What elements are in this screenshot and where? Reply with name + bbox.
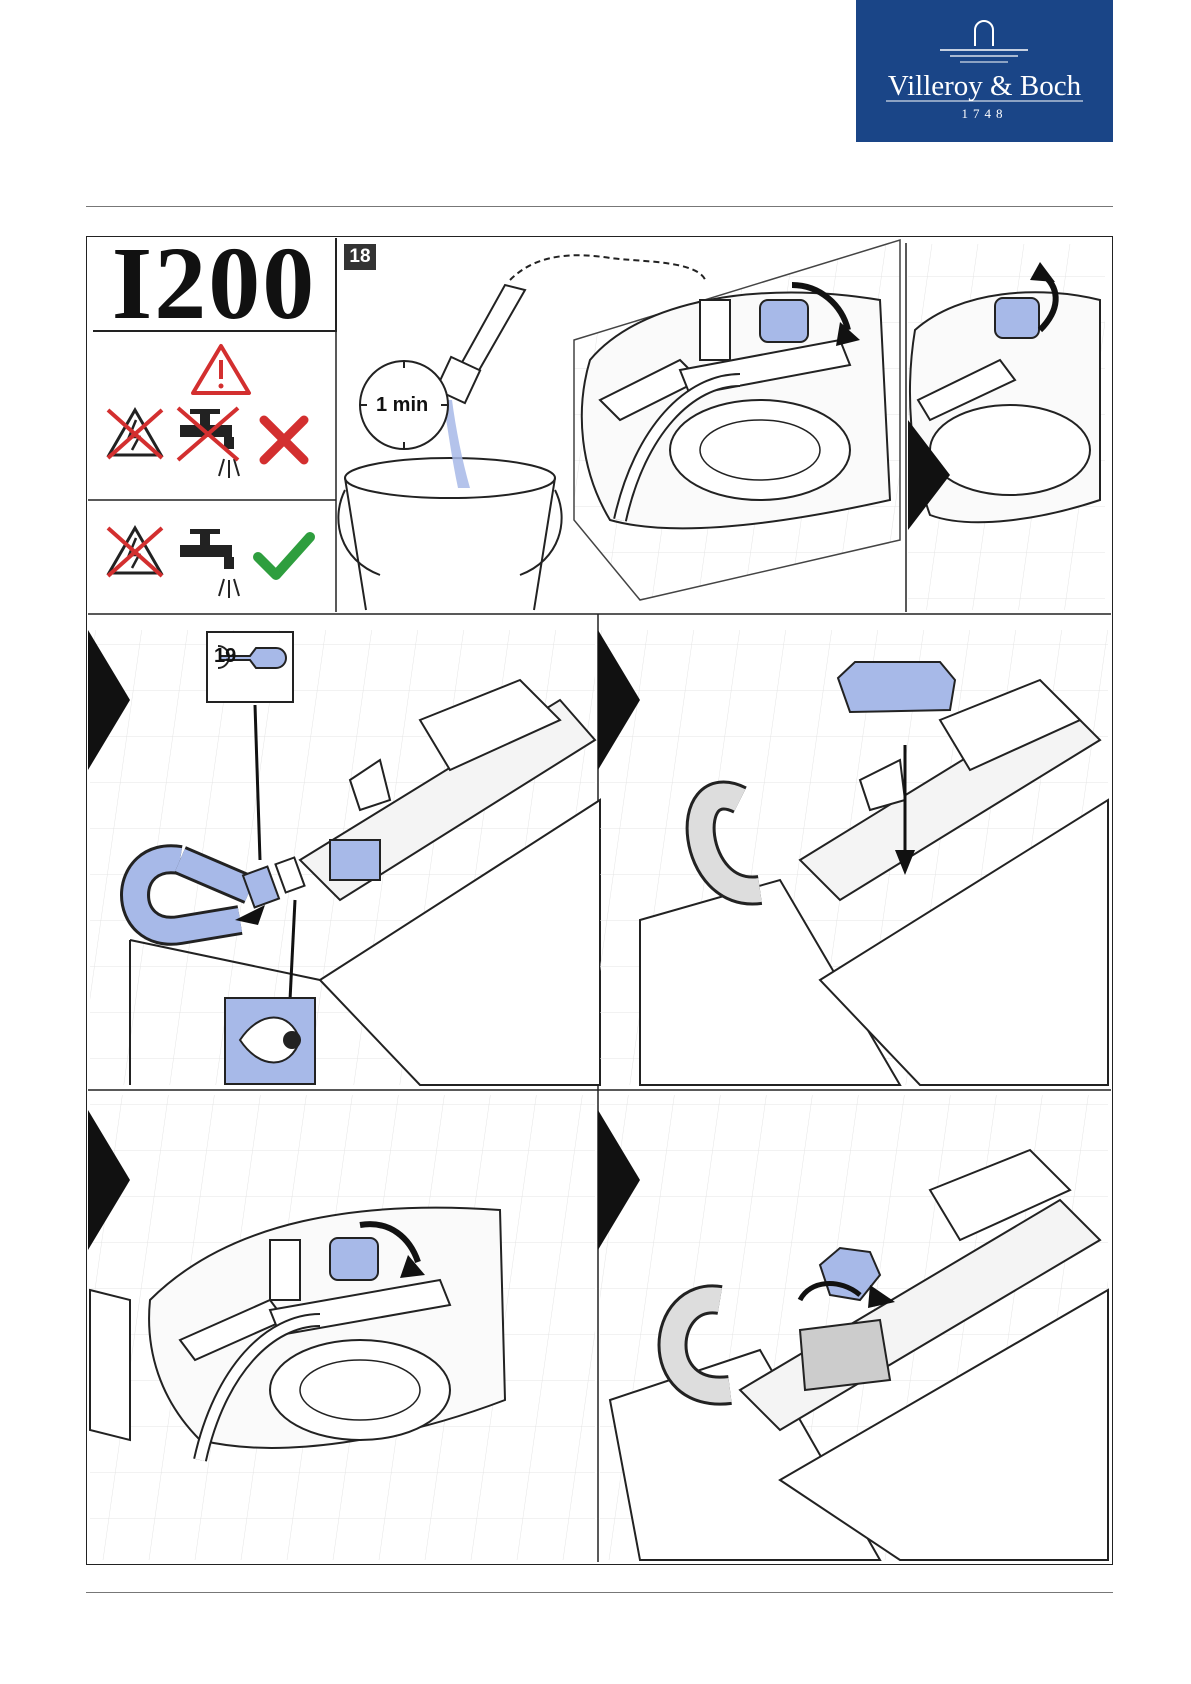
timer-label: 1 min xyxy=(376,394,428,417)
eye-icon xyxy=(225,998,315,1084)
check-icon xyxy=(258,537,310,575)
warning-triangle-icon xyxy=(193,346,249,393)
water-tap-icon xyxy=(180,529,239,598)
cap-fit-illustration xyxy=(598,1095,1108,1560)
no-electricity-icon xyxy=(108,410,162,458)
cover-place-illustration xyxy=(598,630,1108,1085)
bucket-icon xyxy=(338,458,561,610)
no-electricity-icon-ok xyxy=(108,528,162,576)
wrench-size-label: 19 xyxy=(214,645,236,668)
valve-close-illustration xyxy=(574,240,900,600)
valve-open-illustration xyxy=(908,244,1105,610)
hose-remove-illustration xyxy=(88,630,600,1085)
cross-icon xyxy=(264,420,304,460)
no-water-tap-icon xyxy=(178,408,239,478)
valve-close-illustration-2 xyxy=(88,1095,595,1560)
